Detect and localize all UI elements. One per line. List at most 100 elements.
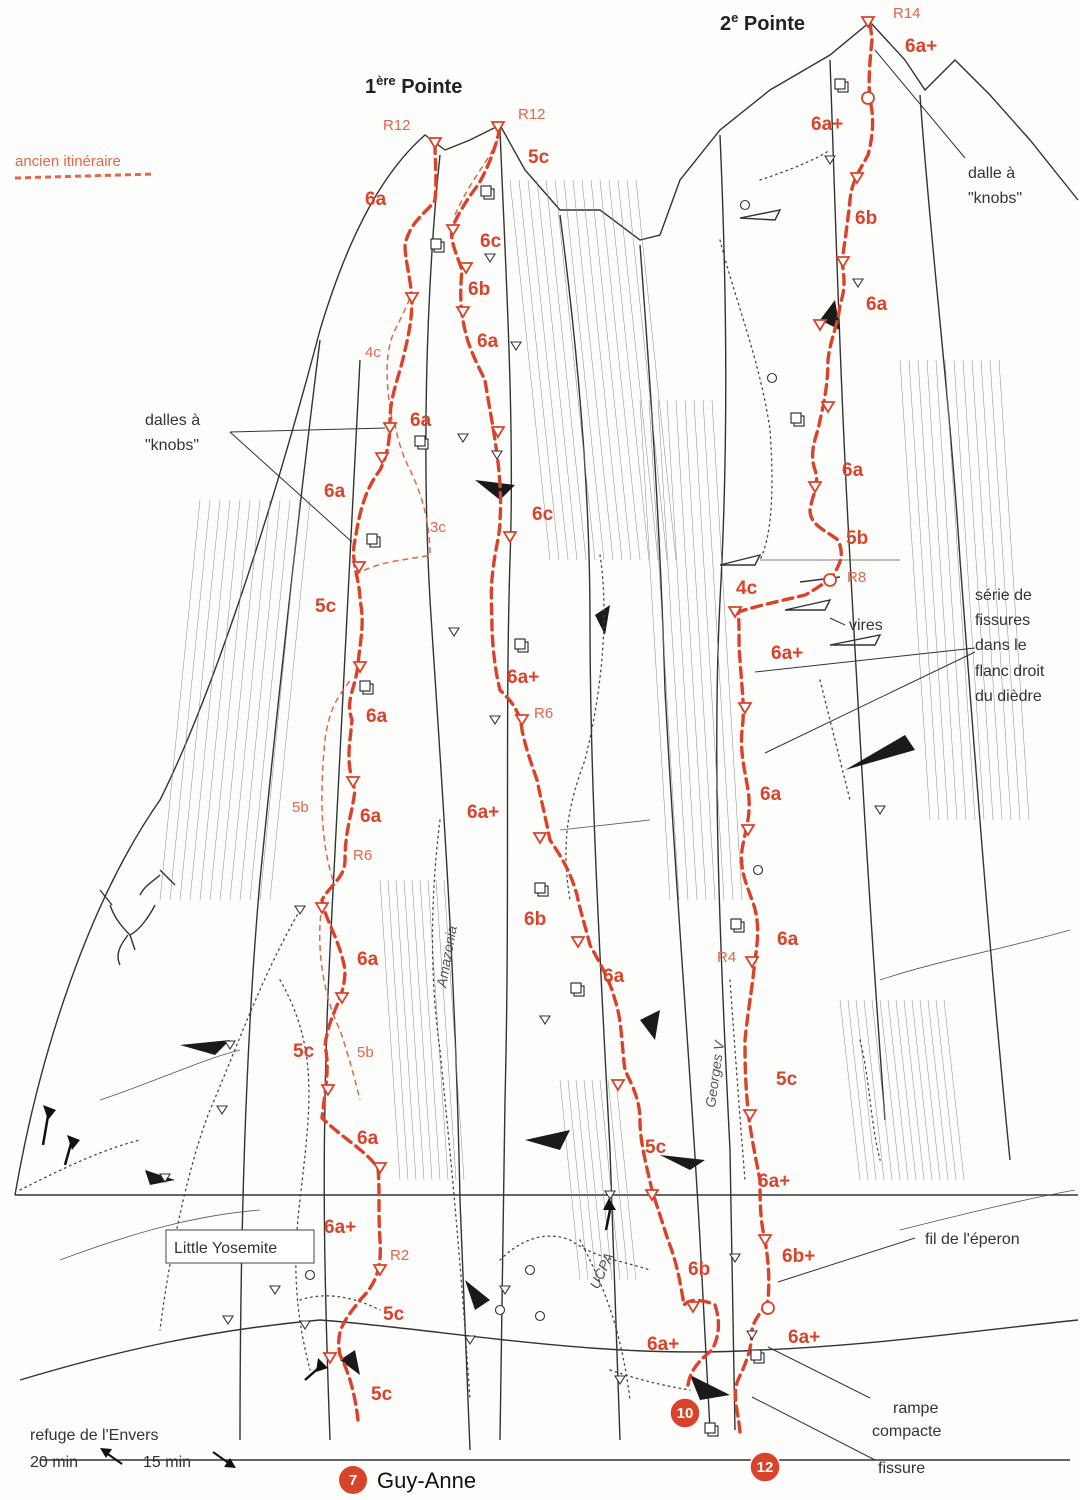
route-10-number: 10 (677, 1405, 694, 1422)
old-grade-3: 3c (430, 519, 446, 536)
belay-triangle (744, 956, 760, 969)
hatch-line (249, 499, 291, 901)
hatch-line (657, 399, 689, 901)
grade-7-3: 6a+ (324, 1217, 356, 1238)
hatch-line (971, 359, 1003, 821)
grade-10-9: 6a (477, 331, 499, 352)
grade-12-8: 4c (736, 578, 758, 599)
grade-10-12: 5c (528, 147, 550, 168)
hatch-line (199, 499, 241, 901)
hatch-line (443, 879, 465, 1181)
old-grade-1: 5b (292, 799, 309, 816)
hatch-line (887, 999, 909, 1181)
hatch-line (871, 999, 893, 1181)
belay-triangle (685, 1301, 701, 1314)
belay-triangle (445, 224, 461, 237)
grade-12-3: 6a+ (758, 1171, 790, 1192)
route-name-amazonia: Amazonia (433, 924, 460, 989)
belay-ring (823, 573, 837, 587)
grade-12-9: 5b (846, 528, 868, 549)
grade-10-7: 6a+ (507, 667, 539, 688)
grade-7-5: 5c (293, 1041, 315, 1062)
old-grade-2: 5b (357, 1044, 374, 1061)
hatch-line (554, 179, 596, 561)
belay-triangle (812, 319, 828, 332)
hatch-line (899, 359, 931, 821)
belay-triangle (852, 278, 864, 289)
hatch-line (980, 359, 1012, 821)
grade-7-10: 6a (324, 481, 346, 502)
hatch-line (169, 499, 211, 901)
hatch-line (599, 1079, 621, 1281)
annotation-fil: fil de l'éperon (925, 1231, 1020, 1248)
belay-triangle (404, 292, 420, 305)
annotation-serie-5: du dièdre (975, 688, 1042, 705)
annotation-rampe-2: compacte (872, 1423, 941, 1440)
hatch-line (962, 359, 994, 821)
belay-triangle (224, 1040, 236, 1051)
summit-first-label: 1ère Pointe (365, 73, 462, 98)
hatch-line (839, 999, 861, 1181)
belay-triangle (499, 1285, 511, 1296)
grade-7-8: 6a (366, 706, 388, 727)
gear-square (704, 1422, 716, 1434)
belay-ring (494, 1304, 506, 1316)
hatch-line (903, 999, 925, 1181)
hatch-line (229, 499, 271, 901)
hatch-line (908, 359, 940, 821)
annotation-serie-1: série de (975, 587, 1032, 604)
hatch-line (435, 879, 457, 1181)
hatch-line (591, 1079, 613, 1281)
hatch-line (943, 999, 965, 1181)
belay-r14: R14 (893, 5, 921, 22)
belay-ring (534, 1310, 546, 1322)
belay-triangle (374, 452, 390, 465)
rock-shadows (145, 300, 915, 1400)
belay-triangle (299, 1320, 311, 1331)
hatch-line (607, 1079, 629, 1281)
grade-7-2: 5c (383, 1304, 405, 1325)
belay-ring (752, 864, 764, 876)
belay-triangle (372, 1162, 388, 1175)
belay-r6-left: R6 (353, 847, 372, 864)
belay-triangle (610, 1079, 626, 1092)
rock-outline (14, 21, 1079, 1461)
leader-lines (229, 49, 976, 1461)
annotation-vires: vires (849, 617, 883, 634)
hatch-line (567, 1079, 589, 1281)
hatch-line (639, 399, 671, 901)
hatch-line (189, 499, 231, 901)
legend-old-route: ancien itinéraire (15, 153, 121, 170)
annotation-fissure: fissure (878, 1460, 925, 1477)
ledges (719, 209, 882, 646)
grade-10-10: 6b (468, 279, 490, 300)
route-10-badge (669, 1397, 701, 1429)
belay-triangle (729, 1253, 741, 1264)
belay-triangle (216, 1105, 228, 1116)
belay-triangle (294, 905, 306, 916)
gear-square (730, 918, 742, 930)
hatch-line (379, 879, 401, 1181)
belay-triangle (502, 531, 518, 544)
hatch-line (693, 399, 725, 901)
grade-12-4: 5c (776, 1069, 798, 1090)
belay-triangle (614, 1375, 626, 1386)
hatch-line (615, 1079, 637, 1281)
hatch-line (395, 879, 417, 1181)
grade-7-6: 6a (357, 949, 379, 970)
hatch-line (403, 879, 425, 1181)
annotation-serie-4: flanc droit (975, 663, 1045, 680)
gear-square (750, 1349, 762, 1361)
grade-7-11: 6a (410, 410, 432, 431)
route-7-number: 7 (349, 1472, 357, 1489)
belay-triangle (757, 1234, 773, 1247)
hatch-line (583, 1079, 605, 1281)
belay-triangle (322, 1352, 338, 1365)
gear-square (414, 435, 426, 447)
belay-ring (524, 1264, 536, 1276)
belay-triangle (644, 1189, 660, 1202)
grade-10-11: 6c (480, 231, 502, 252)
hatch-line (608, 179, 650, 561)
annotation-dalle-knobs-right-1: dalle à (968, 165, 1015, 182)
gear-square (366, 533, 378, 545)
